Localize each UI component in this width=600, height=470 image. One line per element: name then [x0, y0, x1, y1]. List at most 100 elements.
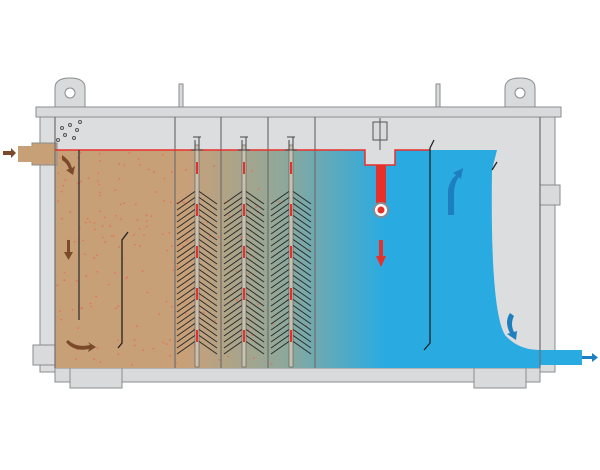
outlet-pipe	[540, 350, 582, 365]
particle	[252, 357, 255, 360]
particle	[73, 240, 76, 243]
particle	[56, 284, 59, 287]
flow-arrow-icon	[507, 313, 517, 340]
particle	[114, 214, 117, 217]
oil-skimmer	[372, 118, 389, 218]
particle	[158, 313, 161, 315]
particle	[186, 239, 188, 242]
particle	[142, 349, 145, 352]
bottom-rail	[54, 367, 541, 383]
particle	[185, 168, 188, 171]
particle	[96, 270, 99, 273]
particle	[76, 279, 78, 282]
foot-right	[473, 367, 527, 389]
particle	[251, 169, 254, 172]
particle	[176, 265, 179, 268]
rise-arrow-icon	[196, 204, 198, 216]
particle	[98, 191, 101, 194]
rise-arrow-icon	[243, 246, 245, 258]
particle	[175, 362, 178, 364]
particle	[97, 172, 100, 175]
particle	[96, 347, 99, 349]
flow-arrow-icon	[448, 168, 463, 215]
particle	[76, 182, 79, 185]
particle	[134, 344, 136, 347]
particle	[117, 353, 120, 355]
post-left	[178, 83, 184, 110]
side-port	[539, 184, 561, 206]
particle	[143, 234, 145, 237]
particle	[115, 307, 117, 310]
particle	[57, 172, 60, 175]
particle	[103, 216, 106, 219]
particle	[133, 243, 136, 246]
rise-arrow-icon	[196, 288, 198, 300]
particle	[117, 339, 119, 342]
particle	[96, 180, 99, 183]
particle	[255, 206, 258, 209]
particle	[79, 152, 82, 154]
particle	[165, 343, 168, 345]
particle	[155, 191, 158, 193]
particle	[227, 355, 229, 358]
outlet-baffle	[423, 139, 435, 351]
particle	[152, 347, 155, 350]
particle	[62, 184, 65, 187]
rise-arrow-icon	[243, 204, 245, 216]
flow-arrow-icon	[62, 155, 75, 175]
particle	[277, 200, 280, 203]
particle	[114, 189, 117, 192]
particle	[240, 236, 242, 239]
particle	[119, 218, 122, 220]
particle	[95, 295, 98, 298]
particle	[71, 309, 74, 312]
particle	[134, 203, 137, 206]
particle	[202, 311, 205, 314]
particle	[171, 305, 173, 308]
particle	[141, 270, 144, 272]
particle	[171, 245, 173, 248]
particle	[63, 271, 66, 274]
particle	[96, 254, 98, 257]
particle	[69, 211, 72, 214]
particle	[169, 354, 172, 357]
particle	[217, 236, 220, 238]
lamella-pack	[270, 136, 312, 368]
rise-arrow-icon	[290, 246, 292, 258]
particle	[147, 168, 150, 171]
particle	[218, 359, 221, 361]
rise-arrow-icon	[290, 162, 292, 174]
particle	[57, 200, 59, 203]
weir	[491, 161, 498, 171]
particle	[133, 339, 136, 342]
particle	[131, 363, 134, 366]
rise-arrow-icon	[196, 162, 198, 174]
particle	[81, 307, 83, 309]
particle	[83, 253, 86, 256]
particle	[101, 236, 104, 239]
particle	[139, 245, 141, 247]
particle	[80, 180, 82, 183]
particle	[94, 228, 96, 231]
rise-arrow-icon	[243, 288, 245, 300]
particle	[208, 235, 211, 238]
particle	[123, 164, 126, 167]
particle	[61, 217, 63, 220]
particle	[161, 153, 164, 156]
particle	[170, 171, 173, 174]
particle	[162, 341, 165, 344]
liquid	[55, 150, 540, 368]
sink-arrow-icon	[376, 240, 386, 267]
particle	[63, 279, 66, 282]
foot-left	[69, 367, 123, 389]
particle	[77, 327, 80, 329]
flow-arrow-icon	[66, 340, 96, 352]
particle	[123, 202, 126, 205]
particle	[146, 220, 148, 222]
particle	[60, 190, 63, 193]
particle	[98, 152, 101, 155]
particle	[104, 241, 107, 243]
mid-baffle	[117, 231, 129, 349]
inlet-pipe	[31, 142, 58, 166]
particle	[120, 203, 122, 206]
